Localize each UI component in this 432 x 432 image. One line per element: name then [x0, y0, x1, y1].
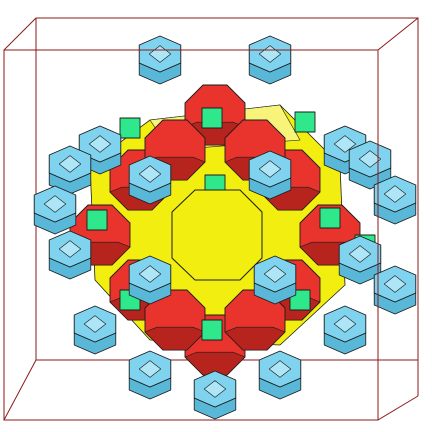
cyan-truncated-octahedra [33, 35, 417, 420]
cyan-cell-facet-13 [138, 165, 162, 183]
central-yellow-octagon [171, 189, 263, 281]
cyan-cell-facet-12 [268, 360, 292, 378]
cyan-cell-facet-8 [348, 245, 372, 263]
cyan-cell-facet-18 [383, 275, 407, 293]
cyan-cell-facet-11 [138, 360, 162, 378]
cyan-cell-facet-19 [43, 195, 67, 213]
green-face-4 [86, 209, 108, 231]
edge-bottom-right-diag [377, 395, 419, 421]
cyan-cell-facet-15 [138, 265, 162, 283]
green-face-3 [201, 107, 223, 129]
cyan-cell-facet-20 [203, 380, 227, 398]
green-face-1 [119, 117, 141, 139]
cyan-cell-facet-14 [258, 160, 282, 178]
red-cell-shade-12 [224, 326, 286, 351]
edge-bottom-left-diag [3, 359, 37, 421]
cyan-cell-facet-9 [83, 315, 107, 333]
edge-top-right-diag [377, 17, 419, 51]
green-face-5 [319, 207, 341, 229]
cyan-cell-facet-17 [383, 185, 407, 203]
green-face-8 [201, 319, 223, 341]
cyan-cell-facet-5 [333, 135, 357, 153]
red-cell-shade-6 [184, 351, 246, 376]
cyan-cell-facet-4 [58, 155, 82, 173]
edge-top-left-diag [3, 17, 37, 51]
cyan-cell-facet-3 [88, 135, 112, 153]
green-face-2 [294, 111, 316, 133]
cyan-cell-facet-6 [358, 150, 382, 168]
cyan-cell-facet-16 [263, 265, 287, 283]
cyan-cell-facet-7 [58, 240, 82, 258]
front-face-rect [3, 49, 379, 421]
cyan-cell-facet-10 [333, 315, 357, 333]
unit-cell-front-edges [3, 17, 419, 421]
